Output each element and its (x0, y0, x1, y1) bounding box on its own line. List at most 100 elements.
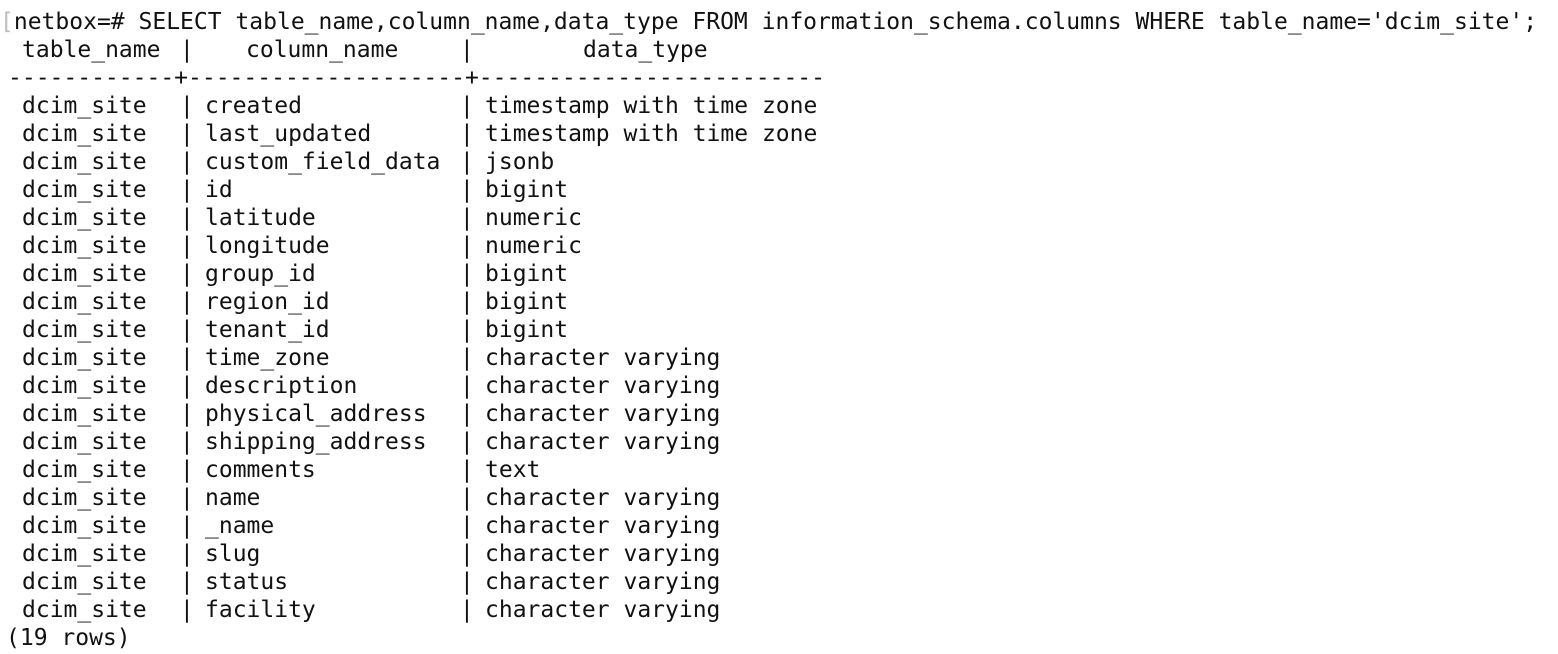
cell-column-name: latitude (205, 205, 316, 231)
cell-column-name: physical_address (205, 401, 427, 427)
cell-table-name: dcim_site (22, 177, 147, 203)
cell-data-type: character varying (485, 513, 721, 539)
column-separator: | (180, 597, 194, 623)
cell-table-name: dcim_site (22, 261, 147, 287)
cell-table-name: dcim_site (22, 597, 147, 623)
column-separator: | (180, 289, 194, 315)
cell-data-type: character varying (485, 485, 721, 511)
cell-data-type: character varying (485, 345, 721, 371)
cell-column-name: time_zone (205, 345, 330, 371)
cell-table-name: dcim_site (22, 93, 147, 119)
column-separator: | (460, 149, 474, 175)
cell-column-name: shipping_address (205, 429, 427, 455)
cell-table-name: dcim_site (22, 513, 147, 539)
cell-table-name: dcim_site (22, 373, 147, 399)
column-separator: | (460, 429, 474, 455)
column-separator: | (180, 177, 194, 203)
column-separator: | (180, 513, 194, 539)
column-separator: | (180, 233, 194, 259)
cell-column-name: custom_field_data (205, 149, 441, 175)
column-separator: | (460, 289, 474, 315)
command-line: [netbox=# SELECT table_name,column_name,… (0, 8, 1537, 36)
column-separator: | (460, 485, 474, 511)
cell-data-type: bigint (485, 317, 569, 343)
cell-data-type: text (485, 457, 541, 483)
cell-table-name: dcim_site (22, 289, 147, 315)
column-separator: | (180, 373, 194, 399)
cell-column-name: comments (205, 457, 316, 483)
cell-column-name: id (205, 177, 233, 203)
cell-data-type: character varying (485, 373, 721, 399)
cell-column-name: created (205, 93, 302, 119)
column-separator: | (180, 205, 194, 231)
cell-column-name: tenant_id (205, 317, 330, 343)
sql-command: SELECT table_name,column_name,data_type … (138, 9, 1538, 35)
cell-data-type: character varying (485, 569, 721, 595)
cell-data-type: bigint (485, 289, 569, 315)
cell-column-name: name (205, 485, 261, 511)
cell-column-name: last_updated (205, 121, 372, 147)
column-separator: | (460, 541, 474, 567)
cell-data-type: timestamp with time zone (485, 93, 818, 119)
cell-column-name: group_id (205, 261, 316, 287)
cell-data-type: bigint (485, 261, 569, 287)
column-separator: | (460, 37, 474, 63)
column-separator: | (460, 93, 474, 119)
cell-data-type: character varying (485, 541, 721, 567)
column-separator: | (180, 317, 194, 343)
column-separator: | (460, 513, 474, 539)
cell-data-type: numeric (485, 205, 582, 231)
column-separator: | (460, 317, 474, 343)
column-separator: | (460, 233, 474, 259)
prompt: netbox=# (13, 9, 125, 35)
cell-table-name: dcim_site (22, 149, 147, 175)
column-separator: | (460, 205, 474, 231)
column-separator: | (180, 401, 194, 427)
cell-column-name: region_id (205, 289, 330, 315)
cell-table-name: dcim_site (22, 541, 147, 567)
cell-data-type: character varying (485, 429, 721, 455)
column-separator: | (180, 457, 194, 483)
column-separator: | (180, 485, 194, 511)
column-separator: | (180, 261, 194, 287)
column-separator: | (460, 261, 474, 287)
column-separator: | (180, 345, 194, 371)
cell-data-type: bigint (485, 177, 569, 203)
column-separator: | (180, 93, 194, 119)
cell-column-name: facility (205, 597, 316, 623)
row-count: (19 rows) (6, 625, 131, 651)
column-separator: | (460, 569, 474, 595)
cell-data-type: jsonb (485, 149, 555, 175)
cell-table-name: dcim_site (22, 345, 147, 371)
cell-data-type: numeric (485, 233, 582, 259)
column-separator: | (180, 569, 194, 595)
column-separator: | (460, 597, 474, 623)
column-separator: | (460, 401, 474, 427)
prompt-bracket: [ (0, 9, 14, 35)
column-separator: | (460, 373, 474, 399)
column-separator: | (460, 121, 474, 147)
cell-table-name: dcim_site (22, 121, 147, 147)
cell-table-name: dcim_site (22, 317, 147, 343)
column-separator: | (180, 121, 194, 147)
cell-table-name: dcim_site (22, 401, 147, 427)
cell-column-name: slug (205, 541, 261, 567)
cell-table-name: dcim_site (22, 457, 147, 483)
result-header: table_name | column_name | data_type (0, 36, 708, 64)
cell-data-type: character varying (485, 401, 721, 427)
header-column-name: column_name (246, 37, 399, 63)
cell-column-name: _name (205, 513, 275, 539)
header-data-type: data_type (583, 37, 708, 63)
result-divider: ------------+--------------------+------… (8, 65, 825, 91)
column-separator: | (460, 177, 474, 203)
cell-table-name: dcim_site (22, 233, 147, 259)
column-separator: | (180, 429, 194, 455)
cell-table-name: dcim_site (22, 205, 147, 231)
cell-table-name: dcim_site (22, 429, 147, 455)
column-separator: | (180, 37, 194, 63)
column-separator: | (180, 541, 194, 567)
cell-data-type: timestamp with time zone (485, 121, 818, 147)
cell-column-name: status (205, 569, 289, 595)
cell-table-name: dcim_site (22, 485, 147, 511)
